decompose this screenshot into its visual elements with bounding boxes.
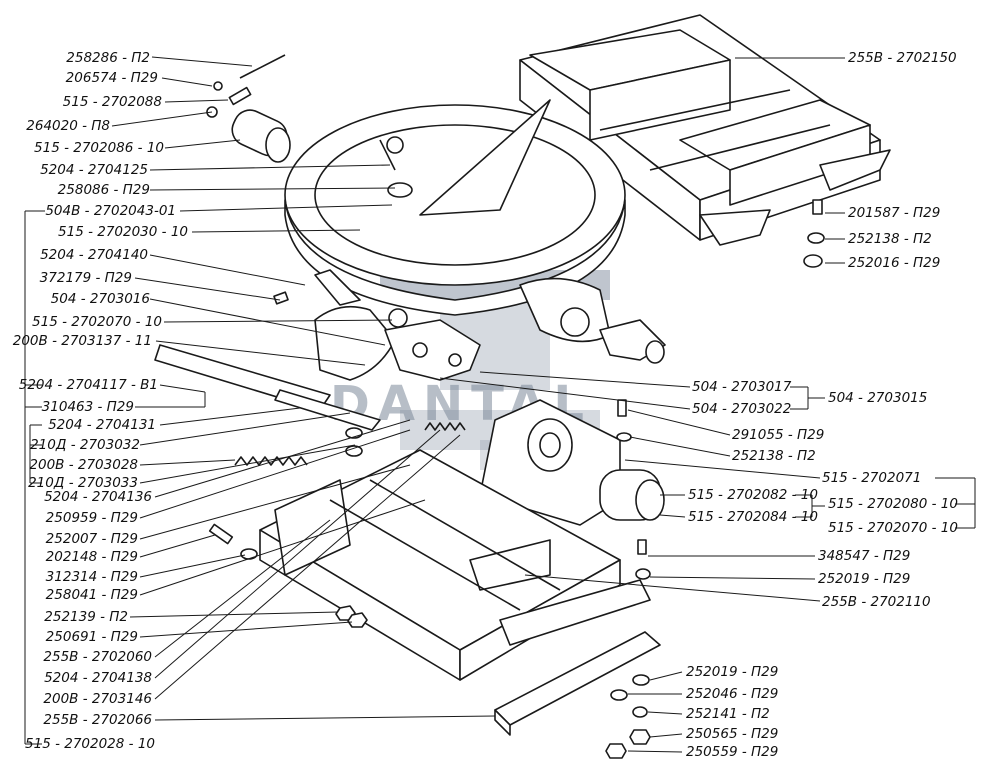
- label-left-20: 210Д - 2703033: [28, 475, 138, 491]
- jaw-assembly: [154, 305, 481, 431]
- label-right-5: 504 - 2703017: [692, 379, 792, 395]
- label-right-17: 255В - 2702110: [822, 594, 931, 610]
- upper-frame: [519, 14, 891, 246]
- label-right-13: 515 - 2702084 - 10: [688, 509, 818, 525]
- label-left-19: 200В - 2703028: [29, 457, 138, 473]
- label-left-18: 210Д - 2703032: [30, 437, 140, 453]
- label-left-13: 515 - 2702070 - 10: [32, 314, 162, 330]
- label-left-28: 250691 - П29: [45, 629, 138, 645]
- label-right-1: 255В - 2702150: [848, 50, 957, 66]
- label-left-16: 310463 - П29: [41, 399, 134, 415]
- label-left-11: 372179 - П29: [39, 270, 132, 286]
- label-left-29: 255В - 2702060: [43, 649, 152, 665]
- label-left-2: 206574 - П29: [65, 70, 158, 86]
- label-left-22: 250959 - П29: [45, 510, 138, 526]
- label-left-9: 515 - 2702030 - 10: [58, 224, 188, 240]
- label-right-15: 348547 - П29: [818, 548, 911, 564]
- label-left-21: 5204 - 2704136: [44, 489, 152, 505]
- label-right-3: 252138 - П2: [848, 231, 932, 247]
- label-left-1: 258286 - П2: [66, 50, 150, 66]
- label-left-10: 5204 - 2704140: [40, 247, 148, 263]
- springs: [234, 422, 466, 466]
- label-right-21: 250565 - П29: [686, 726, 779, 742]
- label-right-9: 252138 - П2: [732, 448, 816, 464]
- label-left-5: 515 - 2702086 - 10: [34, 140, 164, 156]
- label-right-16: 252019 - П29: [818, 571, 911, 587]
- label-right-18: 252019 - П29: [686, 664, 779, 680]
- label-left-27: 252139 - П2: [44, 609, 128, 625]
- leader-lines: [24, 56, 976, 753]
- label-left-32: 255В - 2702066: [43, 712, 152, 728]
- label-right-8: 291055 - П29: [732, 427, 825, 443]
- label-right-22: 250559 - П29: [686, 744, 779, 760]
- fifth-wheel-plate: [284, 99, 626, 343]
- hardware-right: [605, 199, 825, 759]
- label-right-19: 252046 - П29: [686, 686, 779, 702]
- label-right-20: 252141 - П2: [686, 706, 770, 722]
- label-right-2: 201587 - П29: [848, 205, 941, 221]
- pivot-brackets: [479, 319, 666, 526]
- label-left-14: 200В - 2703137 - 11: [12, 333, 152, 349]
- label-right-6: 504 - 2703022: [692, 401, 792, 417]
- label-left-12: 504 - 2703016: [50, 291, 150, 307]
- label-right-10: 515 - 2702071: [822, 470, 922, 486]
- label-right-11: 515 - 2702082 - 10: [688, 487, 818, 503]
- label-left-23: 252007 - П29: [45, 531, 138, 547]
- label-left-4: 264020 - П8: [26, 118, 110, 134]
- label-left-7: 258086 - П29: [57, 182, 150, 198]
- label-left-6: 5204 - 2704125: [40, 162, 148, 178]
- label-left-24: 202148 - П29: [45, 549, 138, 565]
- label-left-15: 5204 - 2704117 - В1: [18, 377, 158, 393]
- label-left-31: 200В - 2703146: [43, 691, 152, 707]
- label-left-33: 515 - 2702028 - 10: [25, 736, 155, 752]
- label-right-12: 515 - 2702080 - 10: [828, 496, 958, 512]
- label-left-3: 515 - 2702088: [62, 94, 162, 110]
- label-left-26: 258041 - П29: [45, 587, 138, 603]
- label-left-25: 312314 - П29: [45, 569, 138, 585]
- label-right-7: 504 - 2703015: [828, 390, 928, 406]
- label-right-4: 252016 - П29: [848, 255, 941, 271]
- label-left-17: 5204 - 2704131: [48, 417, 156, 433]
- label-right-14: 515 - 2702070 - 10: [828, 520, 958, 536]
- sub-frame: [259, 449, 651, 681]
- label-left-30: 5204 - 2704138: [44, 670, 152, 686]
- lock-pin-parts: [206, 54, 291, 163]
- label-left-8: 504В - 2702043-01: [45, 203, 176, 219]
- lower-bar: [494, 631, 661, 736]
